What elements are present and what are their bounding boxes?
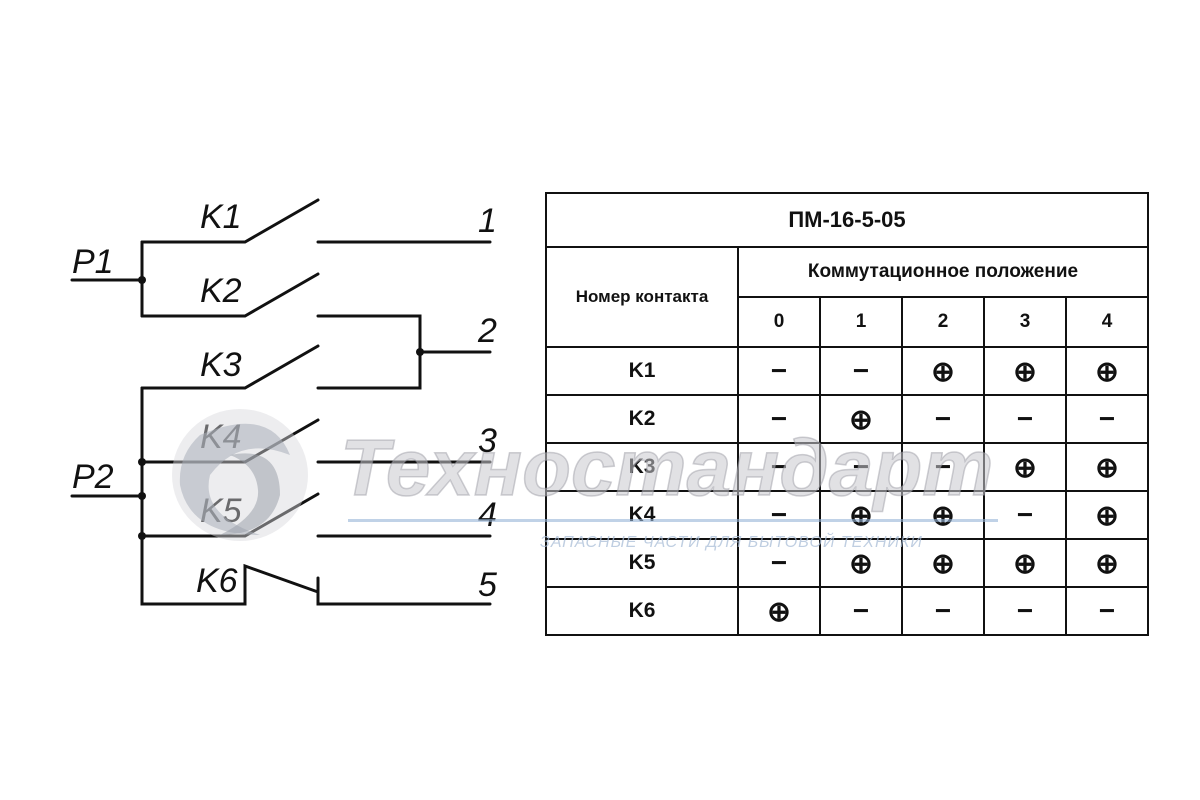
state-cell: ⊕ [1065, 538, 1149, 588]
position-number: 1 [819, 296, 903, 348]
table-row: K1−−⊕⊕⊕ [545, 346, 1149, 396]
contact-k2 [140, 272, 320, 318]
state-cell: ⊕ [901, 490, 985, 540]
state-cell: − [983, 490, 1067, 540]
position-number: 2 [901, 296, 985, 348]
contact-number: K4 [545, 490, 739, 540]
contact-label-k5: K5 [200, 492, 242, 530]
state-cell: − [983, 394, 1067, 444]
state-cell: ⊕ [737, 586, 821, 636]
state-cell: ⊕ [983, 442, 1067, 492]
contact-k3 [140, 344, 320, 390]
contact-number: K2 [545, 394, 739, 444]
state-cell: − [901, 394, 985, 444]
table-row: K4−⊕⊕−⊕ [545, 490, 1149, 540]
state-cell: ⊕ [901, 538, 985, 588]
table-body: K1−−⊕⊕⊕K2−⊕−−−K3−−−⊕⊕K4−⊕⊕−⊕K5−⊕⊕⊕⊕K6⊕−−… [545, 346, 1149, 636]
state-cell: − [737, 394, 821, 444]
position-number: 4 [1065, 296, 1149, 348]
output-label-2: 2 [477, 312, 497, 350]
state-cell: − [1065, 394, 1149, 444]
table-title: ПМ-16-5-05 [545, 192, 1149, 248]
output-label-4: 4 [478, 496, 497, 534]
state-cell: − [901, 586, 985, 636]
state-cell: ⊕ [1065, 442, 1149, 492]
state-cell: − [737, 490, 821, 540]
output-loop-2 [316, 314, 422, 390]
input-label-p2: P2 [72, 458, 114, 496]
contact-label-k1: K1 [200, 198, 242, 236]
output-label-1: 1 [478, 202, 497, 240]
table-row: K6⊕−−−− [545, 586, 1149, 636]
contact-k6 [140, 534, 320, 606]
output-label-5: 5 [478, 566, 497, 604]
state-cell: − [819, 442, 903, 492]
output-label-3: 3 [478, 422, 497, 460]
state-cell: − [819, 586, 903, 636]
contact-number: K1 [545, 346, 739, 396]
contact-label-k4: K4 [200, 418, 242, 456]
contact-label-k3: K3 [200, 346, 242, 384]
position-number: 0 [737, 296, 821, 348]
contact-k5 [140, 492, 320, 538]
contact-label-k2: K2 [200, 272, 242, 310]
junction-dot [138, 492, 146, 500]
output-wire-5 [316, 576, 492, 606]
state-cell: − [983, 586, 1067, 636]
position-number: 3 [983, 296, 1067, 348]
state-cell: − [1065, 586, 1149, 636]
contact-table: ПМ-16-5-05 Номер контакта Коммутационное… [545, 192, 1149, 636]
position-header: Коммутационное положение [737, 246, 1149, 298]
contact-k1 [140, 198, 320, 244]
contact-number: K5 [545, 538, 739, 588]
state-cell: ⊕ [819, 394, 903, 444]
table-row: K3−−−⊕⊕ [545, 442, 1149, 492]
state-cell: ⊕ [1065, 490, 1149, 540]
contact-number: K3 [545, 442, 739, 492]
state-cell: ⊕ [819, 490, 903, 540]
state-cell: ⊕ [983, 538, 1067, 588]
state-cell: ⊕ [901, 346, 985, 396]
state-cell: − [737, 442, 821, 492]
contact-number: K6 [545, 586, 739, 636]
state-cell: ⊕ [819, 538, 903, 588]
contact-header: Номер контакта [545, 246, 739, 348]
state-cell: ⊕ [983, 346, 1067, 396]
state-cell: ⊕ [1065, 346, 1149, 396]
contact-label-k6: K6 [196, 562, 238, 600]
state-cell: − [819, 346, 903, 396]
input-label-p1: P1 [72, 243, 114, 281]
table-row: K5−⊕⊕⊕⊕ [545, 538, 1149, 588]
state-cell: − [737, 538, 821, 588]
state-cell: − [737, 346, 821, 396]
state-cell: − [901, 442, 985, 492]
table-row: K2−⊕−−− [545, 394, 1149, 444]
switch-schematic: P1 K1 1 K2 2 K3 P2 K4 3 K5 4 K6 5 [70, 198, 497, 606]
